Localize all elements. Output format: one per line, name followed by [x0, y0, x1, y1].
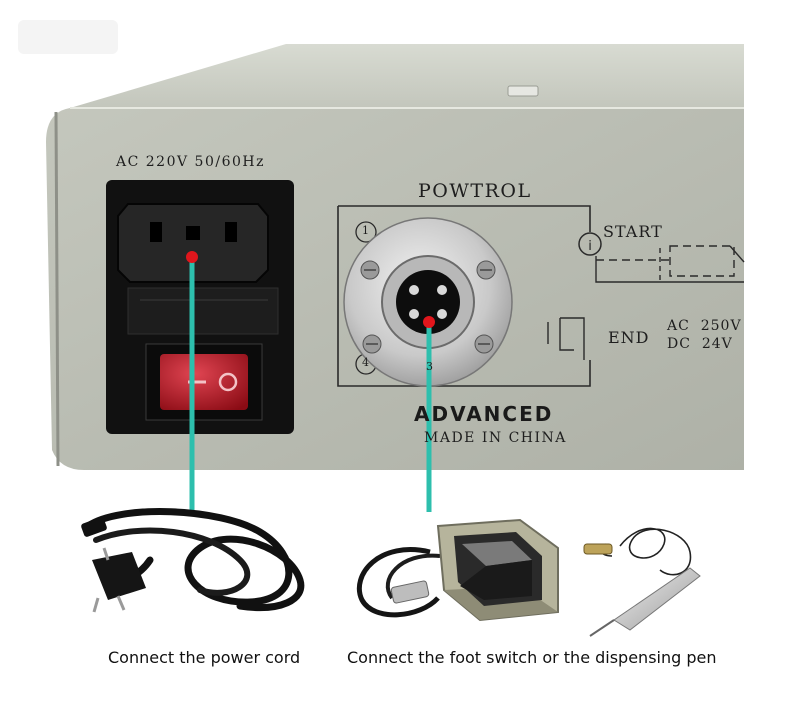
- end-label: END: [608, 328, 650, 347]
- connector-callout-dot: [423, 316, 435, 328]
- socket-pin-earth: [186, 226, 200, 240]
- start-wire: [595, 256, 744, 283]
- power-cord-image: [81, 508, 305, 613]
- caption-foot-switch: Connect the foot switch or the dispensin…: [347, 648, 717, 667]
- connector-pin-4: [437, 309, 447, 319]
- power-callout-dot: [186, 251, 198, 263]
- pen-connector: [583, 543, 613, 555]
- power-cord-end: [81, 517, 107, 537]
- pin-label-1: 1: [362, 224, 370, 237]
- start-terminal: [578, 232, 602, 256]
- pin-label-4: 4: [362, 356, 370, 369]
- socket-pin-left: [150, 222, 162, 242]
- voltage-label: AC 220V 50/60Hz: [116, 154, 265, 170]
- schematic-frame-lower: [337, 206, 591, 387]
- device-top: [70, 44, 744, 108]
- pin-label-1-circle: [355, 221, 377, 243]
- foot-switch-plug: [390, 580, 430, 604]
- corner-blur: [18, 20, 118, 54]
- svg-text:i: i: [588, 239, 592, 254]
- connector-pin-1: [409, 285, 419, 295]
- pen-body: [613, 567, 701, 631]
- top-clip: [507, 85, 539, 97]
- socket-pin-right: [225, 222, 237, 242]
- foot-switch-image: [356, 518, 559, 622]
- end-wire-2: [560, 317, 585, 360]
- dispensing-pen-image: [583, 527, 701, 637]
- switch-off-mark: [218, 372, 238, 392]
- rating-ac: AC 250V: [667, 318, 742, 334]
- origin-label: MADE IN CHINA: [424, 430, 567, 446]
- brand-logo: ADVANCED: [414, 402, 554, 426]
- power-plug: [92, 552, 146, 600]
- brand-title: POWTROL: [418, 180, 532, 202]
- connector-pin-3: [409, 309, 419, 319]
- caption-power-cord: Connect the power cord: [108, 648, 301, 667]
- start-contact: [729, 245, 745, 263]
- start-box: [669, 245, 735, 277]
- pen-needle: [589, 619, 615, 637]
- pin-label-3: 3: [426, 360, 434, 373]
- schematic-frame: [338, 205, 591, 232]
- panel-edge: [54, 111, 60, 467]
- rating-dc: DC 24V: [667, 336, 733, 352]
- fuse-drawer: [127, 287, 279, 335]
- connector-pin-2: [437, 285, 447, 295]
- start-label: START: [603, 222, 663, 241]
- end-wire: [559, 318, 574, 351]
